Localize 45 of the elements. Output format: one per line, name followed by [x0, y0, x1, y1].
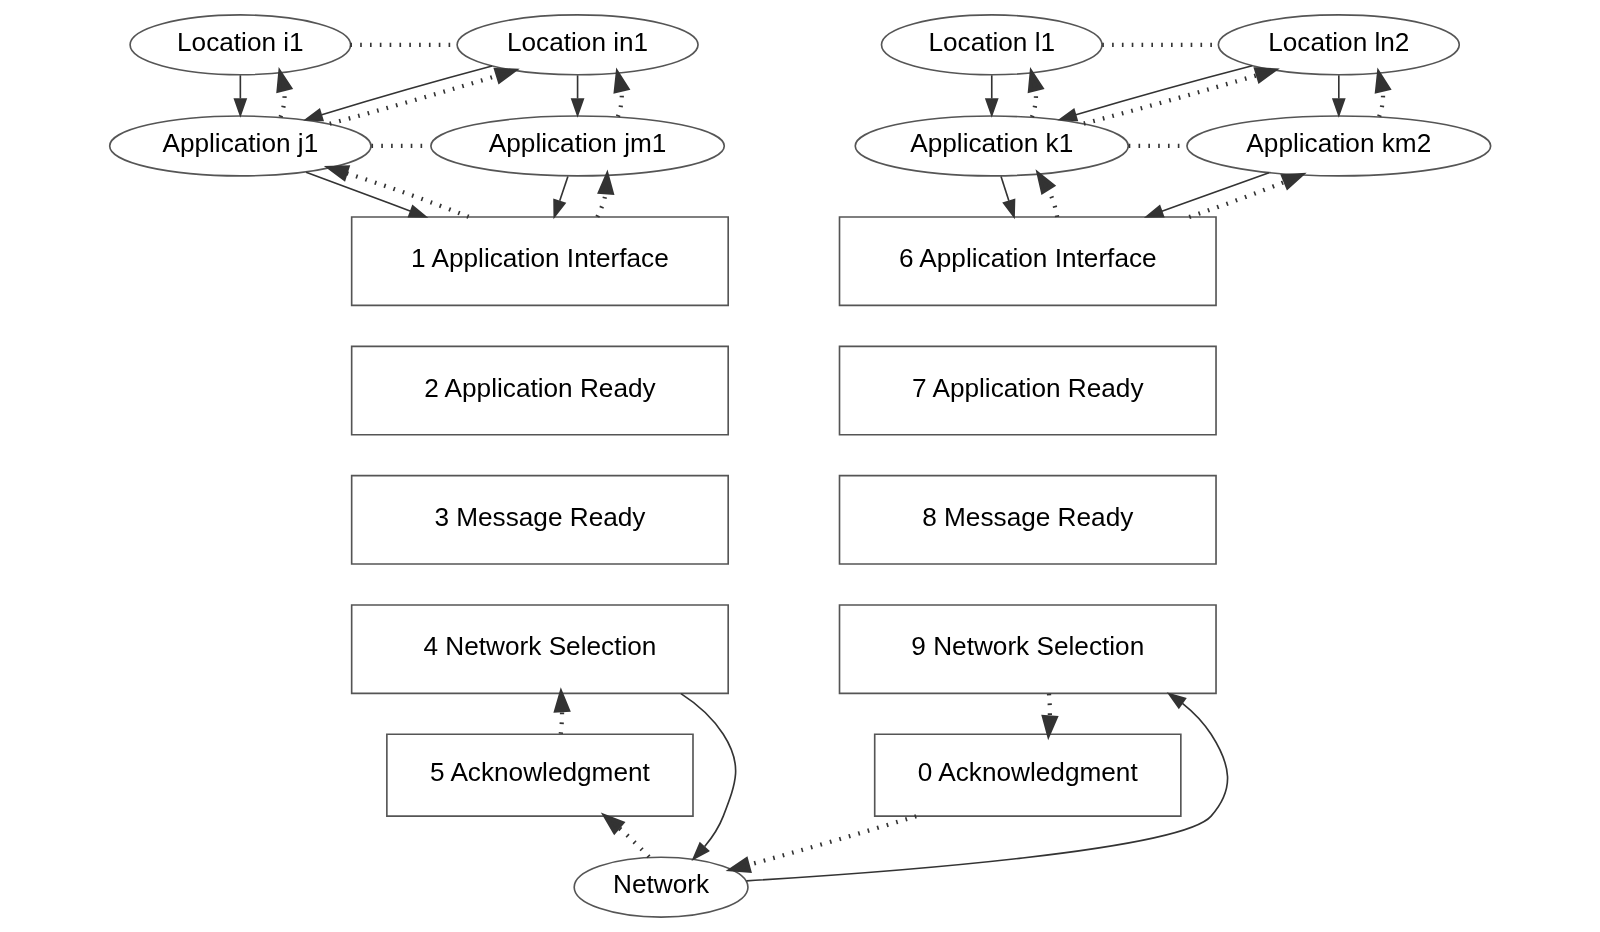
node-box: 9 Network Selection	[838, 604, 1217, 695]
arrow	[984, 74, 999, 118]
arrow	[323, 165, 470, 219]
arrow	[600, 812, 651, 859]
arrow	[276, 66, 294, 118]
arrow	[613, 67, 631, 118]
arrow	[1041, 693, 1059, 741]
node-box: 7 Application Ready	[838, 345, 1217, 436]
node-ellipse: Application jm1	[430, 115, 726, 177]
arrow	[1083, 67, 1280, 126]
arrow	[1188, 172, 1307, 219]
node-box: 8 Message Ready	[838, 474, 1217, 565]
node-box: 6 Application Interface	[838, 216, 1217, 307]
node-ellipse: Location i1	[129, 14, 352, 76]
arrow	[1143, 171, 1270, 218]
arrow	[1331, 74, 1346, 118]
node-ellipse: Application km2	[1186, 115, 1492, 177]
arrow	[745, 692, 1229, 882]
arrow	[725, 814, 917, 873]
arrow	[553, 687, 571, 734]
arrow	[595, 169, 615, 218]
node-box: 3 Message Ready	[350, 474, 729, 565]
node-box: 1 Application Interface	[350, 216, 729, 307]
arrow	[1374, 67, 1392, 118]
arrow	[1027, 66, 1045, 118]
node-ellipse: Location ln2	[1217, 14, 1461, 76]
arrow	[329, 67, 520, 126]
node-ellipse: Network	[573, 856, 749, 918]
node-ellipse: Location l1	[880, 14, 1103, 76]
node-box: 2 Application Ready	[350, 345, 729, 436]
node-ellipse: Application j1	[108, 115, 372, 177]
node-ellipse: Application k1	[854, 115, 1130, 177]
node-ellipse: Location in1	[456, 14, 699, 76]
arrow	[233, 74, 248, 118]
arrow	[305, 171, 429, 218]
node-box: 4 Network Selection	[350, 604, 729, 695]
arrow	[570, 74, 585, 118]
arrow	[680, 692, 737, 861]
arrow	[1057, 65, 1254, 122]
arrow	[1035, 169, 1060, 218]
arrow	[1000, 175, 1016, 220]
node-box: 5 Acknowledgment	[386, 733, 694, 817]
node-box: 0 Acknowledgment	[873, 733, 1182, 817]
arrow	[553, 175, 569, 220]
arrow	[303, 65, 493, 122]
